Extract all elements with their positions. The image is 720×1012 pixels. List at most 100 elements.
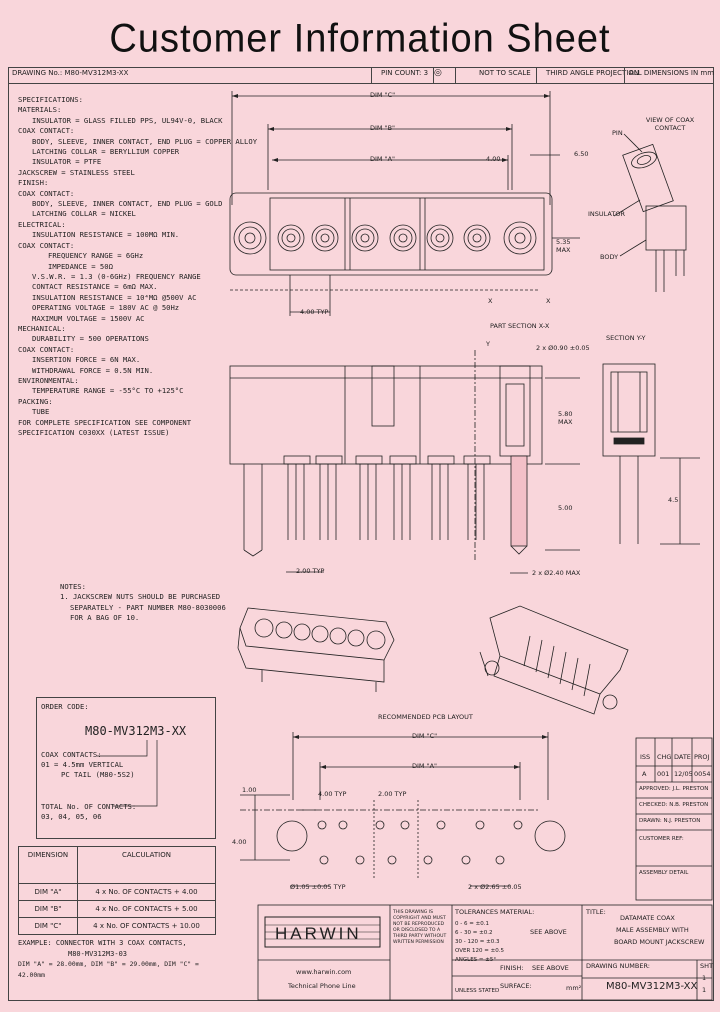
drawing-number: DRAWING No.: M80-MV312M3-XX — [12, 69, 129, 77]
coax-contacts-detail-2: PC TAIL (M80-5S2) — [61, 770, 135, 779]
drawing-number-label: DRAWING NUMBER: — [586, 962, 650, 970]
spec-line: SPECIFICATION C030XX (LATEST ISSUE) — [18, 428, 170, 437]
rev-chg: 001 — [657, 770, 670, 778]
tolerance-line: 6 - 30 = ±0.2 — [455, 930, 493, 936]
note-line: FOR A BAG OF 10. — [70, 613, 140, 623]
tolerance-line: OVER 120 = ±0.5 — [455, 948, 504, 954]
sheet-label: SHT — [700, 962, 713, 970]
web-address: www.harwin.com — [296, 968, 352, 976]
assembly-detail: ASSEMBLY DETAIL — [639, 870, 689, 876]
y-mark: Y — [486, 340, 490, 348]
pcb-dim-c: DIM "C" — [412, 732, 438, 740]
dim-row-calc: 4 x No. OF CONTACTS + 5.00 — [76, 900, 217, 918]
pcb-big-dia: 2 x Ø2.65 ±0.05 — [468, 883, 522, 891]
copyright-note: THIS DRAWING IS COPYRIGHT AND MUST NOT B… — [393, 910, 447, 945]
finish-label: FINISH: — [500, 964, 524, 972]
pcb-2-typ: 2.00 TYP — [378, 790, 407, 798]
example-line: EXAMPLE: CONNECTOR WITH 3 COAX CONTACTS, — [18, 939, 187, 947]
spec-line: COAX CONTACT: — [18, 344, 75, 354]
spec-line: JACKSCREW = STAINLESS STEEL — [18, 167, 135, 177]
dia-2-4: 2 x Ø2.40 MAX — [532, 569, 581, 577]
order-code-leaders — [97, 740, 158, 807]
spec-line: PACKING: — [18, 396, 53, 406]
pitch-label: 4.00 — [486, 155, 501, 163]
example-block: EXAMPLE: CONNECTOR WITH 3 COAX CONTACTS,… — [18, 938, 218, 980]
spec-line: COAX CONTACT: — [18, 240, 75, 250]
notes-title: NOTES: — [60, 582, 86, 591]
dim-row-calc: 4 x No. OF CONTACTS + 10.00 — [76, 917, 217, 935]
dim-5-00: 5.00 — [558, 504, 573, 512]
pcb-4-00: 4.00 — [232, 838, 247, 846]
checked: CHECKED: N.B. PRESTON — [639, 802, 709, 808]
typ-2-label: 2.00 TYP — [296, 567, 325, 575]
spec-line: FINISH: — [18, 178, 49, 188]
spec-line: LATCHING COLLAR = BERYLLIUM COPPER — [32, 147, 180, 157]
drawn: DRAWN: N.J. PRESTON — [639, 818, 701, 824]
title-line-3: BOARD MOUNT JACKSCREW — [614, 938, 705, 946]
page-title: Customer Information Sheet — [109, 16, 611, 62]
pcb-4-typ: 4.00 TYP — [318, 790, 347, 798]
insulator-label: INSULATOR — [588, 210, 625, 218]
projection-note: THIRD ANGLE PROJECTION — [546, 69, 640, 77]
tech-phone: Technical Phone Line — [288, 982, 356, 990]
tolerance-line: ANGLES = ±5° — [455, 957, 497, 963]
typ-4-label: 4.00 TYP — [300, 308, 329, 316]
dim-4-5: 4.5 — [668, 496, 679, 504]
coax-contacts-title: COAX CONTACTS: — [41, 750, 102, 759]
spec-line: INSULATOR = GLASS FILLED PPS, UL94V-0, B… — [32, 115, 223, 125]
harwin-logo — [264, 916, 381, 948]
pcb-hole-dia: Ø1.05 ±0.05 TYP — [290, 883, 346, 891]
spec-line: DURABILITY = 500 OPERATIONS — [32, 334, 149, 344]
dim-c-label: DIM "C" — [370, 91, 396, 99]
total-contacts-title: TOTAL No. OF CONTACTS: — [41, 802, 137, 811]
approved: APPROVED: J.L. PRESTON — [639, 786, 709, 792]
note-line: SEPARATELY - PART NUMBER M80-8030006 — [70, 602, 226, 612]
spec-line: FOR COMPLETE SPECIFICATION SEE COMPONENT — [18, 417, 192, 427]
body-label: BODY — [600, 253, 619, 261]
part-section-label: PART SECTION X-X — [490, 322, 550, 330]
spec-line: COAX CONTACT: — [18, 126, 75, 136]
x-mark-right: X — [546, 297, 551, 305]
dim-6-50: 6.50 — [574, 150, 589, 158]
note-line: 1. JACKSCREW NUTS SHOULD BE PURCHASED — [60, 592, 221, 602]
title-line-2: MALE ASSEMBLY WITH — [616, 926, 689, 934]
material-label: MATERIAL: — [500, 908, 535, 916]
spec-line: MECHANICAL: — [18, 323, 66, 333]
tolerance-list: 0 - 6 = ±0.1 6 - 30 = ±0.2 30 - 120 = ±0.3… — [455, 920, 504, 965]
spec-line: IMPEDANCE = 50Ω — [48, 261, 113, 271]
pcb-1-00: 1.00 — [242, 786, 257, 794]
pin-label: PIN — [612, 129, 623, 137]
rev-col-iss: ISS — [640, 753, 651, 761]
projection-icon: ◎ — [434, 68, 442, 78]
surface-value: mm² — [566, 984, 582, 992]
units-note: ALL DIMENSIONS IN mm — [629, 69, 715, 77]
spec-line: ENVIRONMENTAL: — [18, 375, 79, 385]
spec-line: FREQUENCY RANGE = 6GHz — [48, 251, 144, 261]
tolerance-line: 0 - 6 = ±0.1 — [455, 921, 489, 927]
total-contacts-values: 03, 04, 05, 06 — [41, 812, 102, 821]
spec-line: ELECTRICAL: — [18, 219, 66, 229]
spec-line: V.S.W.R. = 1.3 (0-6GHz) FREQUENCY RANGE — [32, 271, 201, 281]
order-code-label: ORDER CODE: — [41, 702, 89, 711]
spec-line: COAX CONTACT: — [18, 188, 75, 198]
spec-line: BODY, SLEEVE, INNER CONTACT, END PLUG = … — [32, 199, 223, 209]
spec-line: MATERIALS: — [18, 105, 62, 115]
unless-stated: UNLESS STATED — [455, 988, 500, 994]
order-code-box: ORDER CODE: M80-MV312M3-XX COAX CONTACTS… — [36, 697, 216, 839]
spec-line: INSULATOR = PTFE — [32, 157, 102, 167]
material-value: SEE ABOVE — [530, 928, 567, 936]
dim-row-calc: 4 x No. OF CONTACTS + 4.00 — [76, 883, 217, 901]
rev-date: 12/05 — [674, 770, 693, 778]
tolerance-line: 30 - 120 = ±0.3 — [455, 939, 500, 945]
dim-row-label: DIM "A" — [18, 883, 78, 901]
surface-label: SURFACE: — [500, 982, 532, 990]
example-line: DIM "A" = 28.00mm, DIM "B" = 29.00mm, DI… — [18, 960, 199, 979]
dim-row-label: DIM "C" — [18, 917, 78, 935]
customer-ref: CUSTOMER REF: — [639, 836, 684, 842]
spec-line: MAXIMUM VOLTAGE = 1500V AC — [32, 313, 145, 323]
section-yy-label: SECTION Y-Y — [606, 334, 646, 342]
header-bar: DRAWING No.: M80-MV312M3-XX PIN COUNT: 3… — [8, 67, 714, 84]
dim-b-label: DIM "B" — [370, 124, 396, 132]
spec-line: SPECIFICATIONS: — [18, 95, 83, 104]
